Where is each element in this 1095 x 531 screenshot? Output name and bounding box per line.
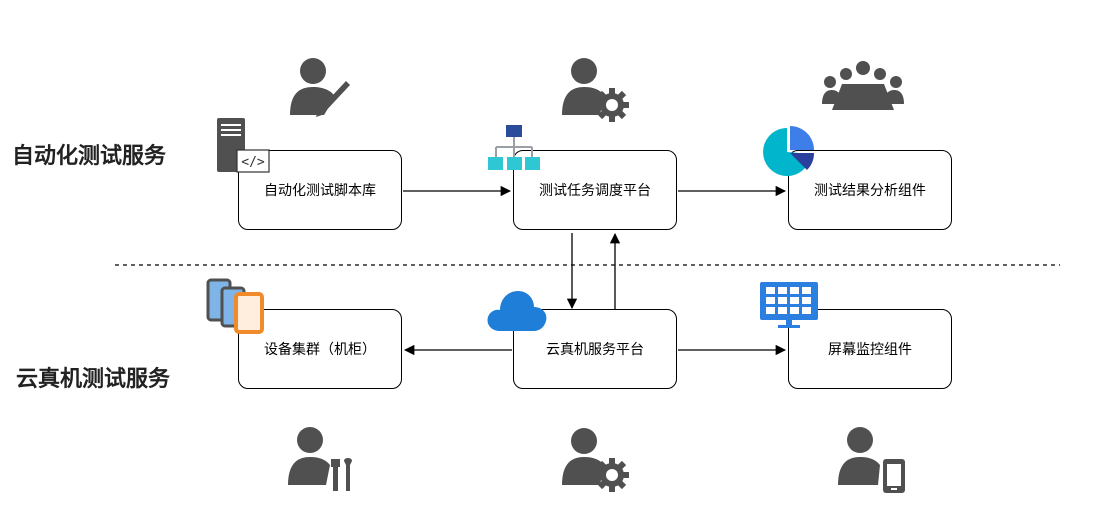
node-screen-monitor: 屏幕监控组件: [788, 309, 952, 389]
hierarchy-icon: [488, 125, 540, 170]
person-gear-icon: [562, 428, 629, 492]
section-label-cloud-device: 云真机测试服务: [16, 367, 171, 392]
svg-text:</>: </>: [241, 155, 265, 170]
person-pen-icon: [290, 58, 350, 117]
monitor-grid-icon: [760, 282, 818, 328]
node-result-analysis: 测试结果分析组件: [788, 150, 952, 230]
meeting-group-icon: [822, 61, 904, 110]
person-gear-icon: [562, 58, 629, 122]
pie-chart-icon: [763, 126, 815, 176]
mobile-devices-icon: [206, 278, 264, 334]
cloud-icon: [487, 291, 547, 331]
person-tools-icon: [288, 427, 352, 491]
server-code-icon: </>: [217, 118, 270, 173]
person-phone-icon: [838, 427, 905, 493]
section-label-automation: 自动化测试服务: [12, 144, 167, 169]
node-device-cluster: 设备集群（机柜）: [238, 309, 402, 389]
node-task-scheduler: 测试任务调度平台: [513, 150, 677, 230]
